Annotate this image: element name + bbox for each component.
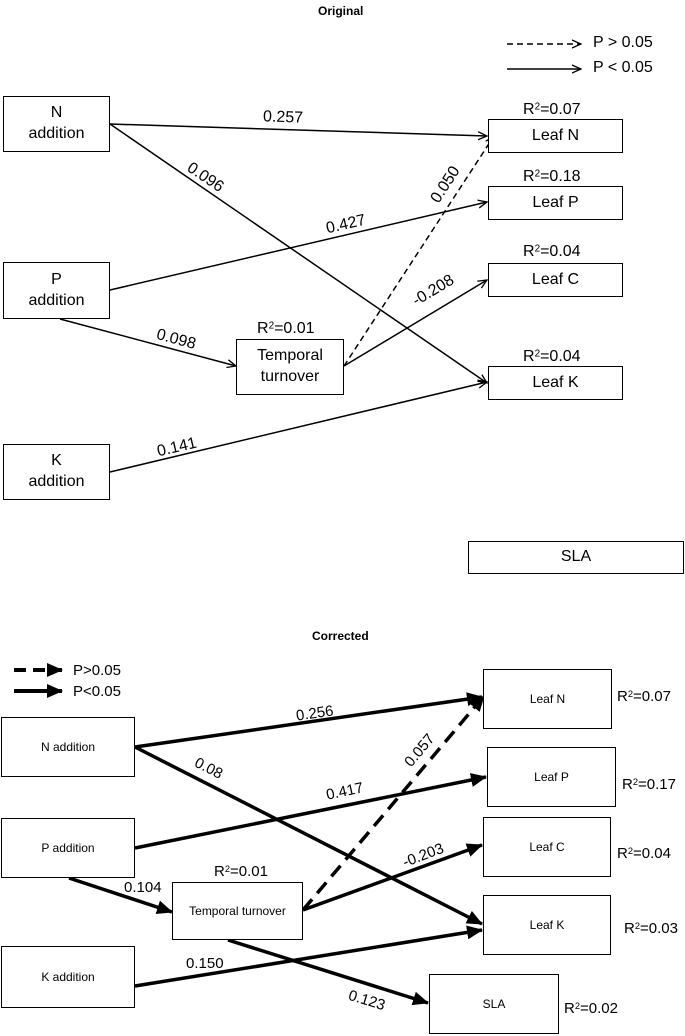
corrected-arrow-tt-leafc (302, 843, 483, 912)
corrected-node-leaf-n: Leaf N (483, 669, 612, 729)
corrected-node-temporal-turnover: Temporal turnover (172, 882, 303, 940)
corrected-r2-temporal-turnover: R2=0.01 (214, 863, 268, 880)
original-node-leaf-n: Leaf N (488, 119, 623, 153)
node-line: P (51, 270, 62, 288)
corrected-coef-k-leafk: 0.150 (186, 955, 224, 972)
corrected-node-leaf-c: Leaf C (483, 817, 611, 877)
corrected-arrow-p-leafp (134, 773, 487, 850)
original-arrow-k-leafk (109, 382, 487, 473)
corrected-coef-p-tt: 0.104 (124, 879, 162, 896)
corrected-node-k-addition: K addition (1, 946, 135, 1008)
original-node-leaf-k: Leaf K (488, 366, 623, 400)
original-arrow-p-tt (59, 318, 236, 366)
original-title: Original (318, 4, 364, 18)
original-arrow-tt-leafc (343, 280, 487, 367)
original-node-leaf-c: Leaf C (488, 263, 623, 297)
corrected-arrow-n-leafn (134, 692, 483, 749)
original-legend-sig-label: P < 0.05 (593, 59, 653, 76)
corrected-node-leaf-k: Leaf K (483, 895, 611, 955)
corrected-arrow-p-tt (68, 876, 173, 914)
node-line: K (51, 452, 62, 470)
original-node-leaf-p: Leaf P (488, 186, 623, 220)
corrected-legend-sig-label: P<0.05 (73, 683, 121, 700)
corrected-arrow-tt-sla (227, 938, 429, 1006)
corrected-arrow-n-leafk (134, 745, 483, 926)
corrected-r2-leaf-c: R2=0.04 (617, 845, 671, 862)
original-arrow-tt-leafn (343, 136, 494, 367)
corrected-r2-leaf-k: R2=0.03 (624, 920, 678, 937)
node-line: addition (28, 291, 85, 309)
corrected-r2-leaf-n: R2=0.07 (617, 688, 671, 705)
node-line: addition (28, 125, 85, 142)
corrected-title: Corrected (312, 629, 369, 643)
node-line: addition (28, 473, 85, 490)
original-legend-nonsig-label: P > 0.05 (593, 34, 653, 51)
original-r2-leaf-k: R2=0.04 (523, 348, 581, 365)
original-node-sla: SLA (468, 541, 684, 574)
original-arrow-n-leafk (109, 123, 487, 383)
original-coef-n-leafn: 0.257 (262, 108, 304, 127)
node-line: turnover (260, 368, 320, 385)
corrected-r2-leaf-p: R2=0.17 (622, 776, 676, 793)
corrected-node-leaf-p: Leaf P (487, 747, 616, 807)
original-r2-leaf-c: R2=0.04 (523, 243, 581, 260)
corrected-arrow-k-leafk (134, 925, 483, 988)
corrected-node-n-addition: N addition (1, 717, 135, 777)
original-arrow-p-leafp (109, 202, 487, 291)
node-line: N (50, 104, 63, 122)
corrected-node-sla: SLA (429, 974, 559, 1034)
corrected-node-p-addition: P addition (1, 818, 135, 878)
corrected-arrow-tt-leafn (301, 694, 486, 912)
node-line: Temporal (257, 347, 323, 365)
original-node-temporal-turnover: Temporal turnover (236, 339, 344, 395)
original-r2-temporal-turnover: R2=0.01 (257, 320, 315, 337)
corrected-legend-nonsig-label: P>0.05 (73, 662, 121, 679)
original-arrow-n-leafn (109, 123, 487, 136)
corrected-r2-sla: R2=0.02 (564, 1000, 618, 1017)
original-r2-leaf-p: R2=0.18 (523, 168, 581, 185)
original-r2-leaf-n: R2=0.07 (523, 101, 581, 118)
